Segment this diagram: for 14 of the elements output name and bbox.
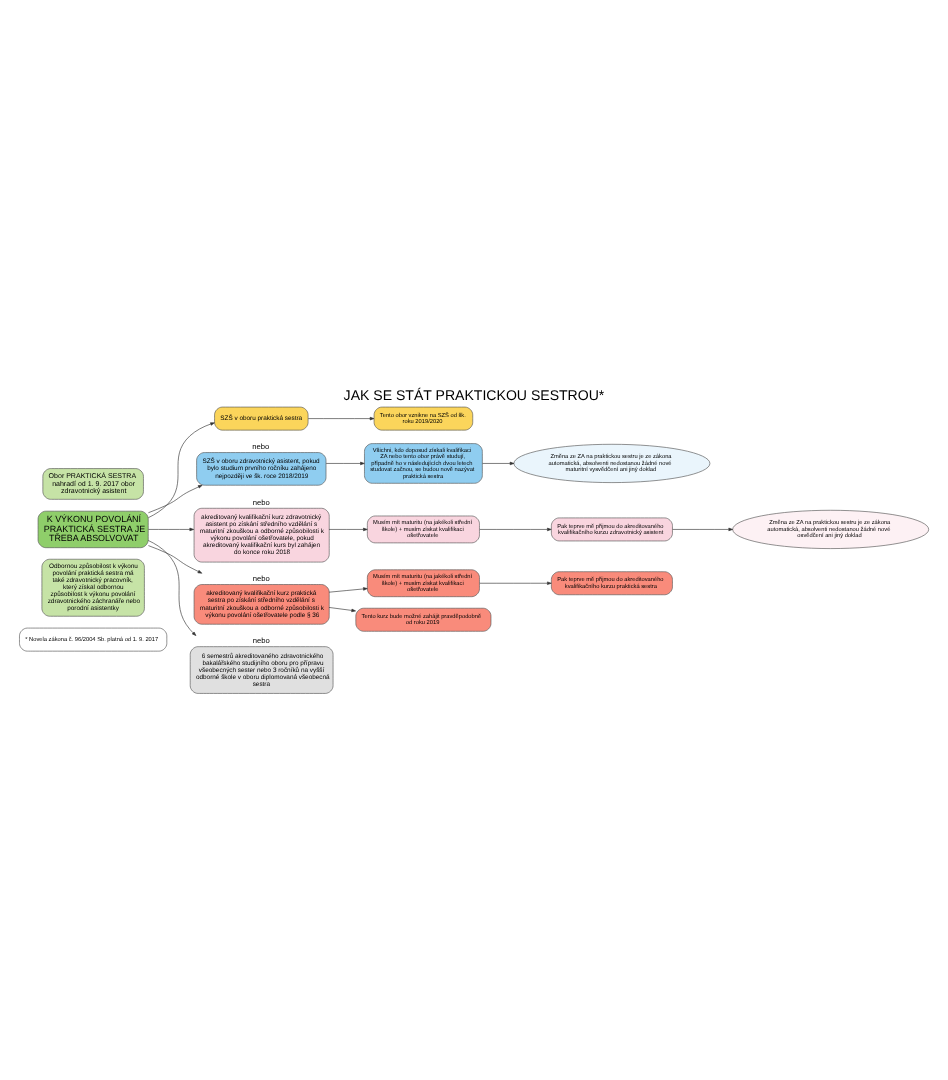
arrow bbox=[479, 581, 552, 585]
arrow bbox=[148, 540, 197, 636]
arrow bbox=[148, 422, 215, 518]
arrow bbox=[482, 461, 515, 466]
arrow bbox=[328, 587, 368, 593]
arrow bbox=[307, 416, 375, 421]
arrow bbox=[479, 527, 552, 532]
arrow bbox=[328, 607, 356, 613]
arrow bbox=[328, 527, 368, 532]
arrow bbox=[672, 527, 733, 532]
arrow bbox=[148, 527, 194, 532]
arrow bbox=[148, 545, 203, 574]
arrow bbox=[325, 461, 365, 466]
arrow bbox=[148, 484, 203, 514]
